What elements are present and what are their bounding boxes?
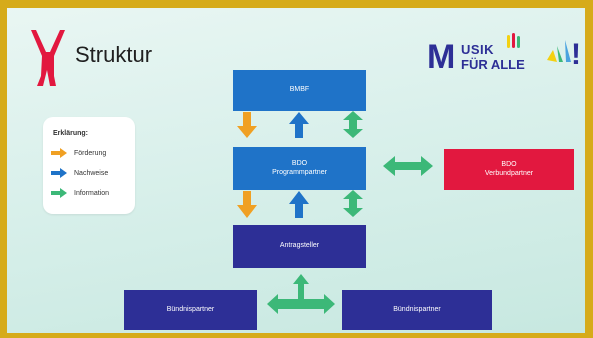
- legend-item-information: Information: [51, 187, 109, 199]
- node-buendnispartner-right-label: Bündnispartner: [393, 305, 441, 313]
- funding-arrow-down-upper: [237, 112, 257, 138]
- logo-figures-icon: [507, 33, 571, 62]
- legend-label: Förderung: [74, 149, 107, 157]
- node-bdo-verbundpartner-line2: Verbundpartner: [484, 169, 534, 177]
- information-arrow-horizontal: [383, 156, 433, 176]
- legend-heading: Erklärung:: [53, 130, 89, 137]
- orange-arrow-icon: [51, 148, 67, 158]
- node-bdo-programmpartner-line2: Programmpartner: [272, 168, 327, 176]
- node-bmbf: BMBF: [233, 70, 366, 111]
- legend-label: Information: [74, 189, 110, 197]
- node-buendnispartner-left-label: Bündnispartner: [166, 305, 215, 313]
- evidence-arrow-up-upper: [289, 112, 309, 138]
- evidence-arrow-up-lower: [289, 191, 309, 218]
- green-arrow-icon: [51, 188, 67, 198]
- legend-label: Nachweise: [74, 169, 109, 177]
- funding-arrow-down-lower: [237, 191, 257, 218]
- handstand-figure-icon: [31, 30, 65, 86]
- slide: Struktur M USIK FÜR ALLE ! Erklärung: Fö…: [7, 8, 585, 333]
- logo-initial: M: [427, 38, 456, 76]
- musik-fuer-alle-logo: M USIK FÜR ALLE !: [427, 32, 585, 82]
- node-bdo-verbundpartner-line1: BDO: [501, 160, 517, 168]
- node-buendnispartner-left: Bündnispartner: [124, 290, 257, 330]
- node-antragsteller-label: Antragsteller: [279, 242, 320, 250]
- node-bmbf-label: BMBF: [289, 86, 310, 94]
- node-buendnispartner-right: Bündnispartner: [342, 290, 492, 330]
- node-bdo-programmpartner-line1: BDO: [291, 159, 308, 167]
- node-antragsteller: Antragsteller: [233, 225, 366, 268]
- logo-line-1: USIK: [461, 42, 495, 57]
- logo-line-2: FÜR ALLE: [461, 57, 525, 72]
- node-bdo-verbundpartner: BDO Verbundpartner: [444, 149, 574, 190]
- blue-arrow-icon: [51, 168, 67, 178]
- node-bdo-programmpartner: BDO Programmpartner: [233, 147, 366, 190]
- logo-exclaim: !: [571, 38, 581, 71]
- information-arrow-three-way: [267, 274, 335, 314]
- legend-box: Erklärung: Förderung Nachweise Informati…: [43, 117, 135, 214]
- connector-layer: [237, 111, 433, 314]
- legend-item-funding: Förderung: [51, 147, 106, 159]
- legend-item-evidence: Nachweise: [51, 167, 108, 179]
- information-arrow-vertical-lower: [343, 190, 363, 217]
- information-arrow-vertical-upper: [343, 111, 363, 138]
- slide-title: Struktur: [75, 42, 153, 67]
